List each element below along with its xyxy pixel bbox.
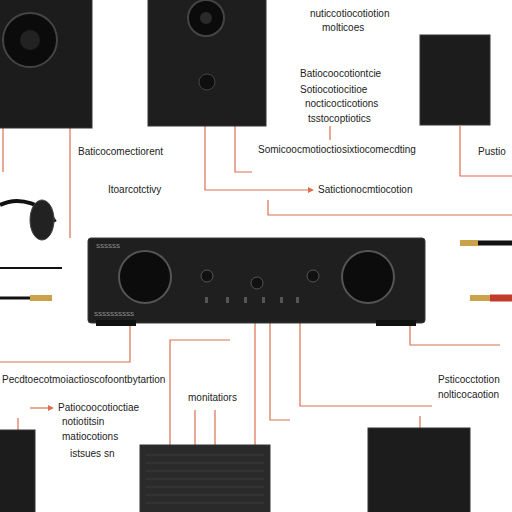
callout-label: nolticocaotion bbox=[438, 389, 499, 401]
callout-label: Baticocomectiorent bbox=[78, 146, 163, 158]
device-marking: SSSSSS bbox=[96, 243, 120, 250]
callout-label: Psticocctotion bbox=[438, 374, 500, 386]
leader-lines bbox=[0, 92, 512, 445]
callout-label: molticoes bbox=[322, 22, 364, 34]
callout-label: matiocotions bbox=[62, 431, 118, 443]
callout-label: tsstocoptiotics bbox=[308, 113, 371, 125]
callout-label: istsues sn bbox=[70, 448, 114, 460]
speaker-grille bbox=[140, 445, 270, 512]
callout-label: nuticcotiocotiotion bbox=[310, 8, 390, 20]
speaker-cabinet bbox=[368, 428, 470, 512]
speaker-cabinet bbox=[0, 430, 35, 512]
subwoofer-box bbox=[420, 35, 490, 125]
callout-label: monitatiors bbox=[188, 392, 237, 404]
callout-label: Somicoocmotioctiosixtiocomecdting bbox=[258, 144, 416, 156]
microphone bbox=[0, 200, 55, 240]
callout-label: Satictionocmtiocotion bbox=[318, 184, 413, 196]
amplifier bbox=[88, 238, 425, 326]
callout-label: Sotiocotiocitioe bbox=[300, 84, 367, 96]
speaker-cabinet bbox=[148, 0, 266, 126]
callout-label: Batiocoocotiontcie bbox=[300, 68, 381, 80]
device-marking: SSSSSSSSSS bbox=[94, 311, 134, 318]
callout-label: Patiocoocotioctiae bbox=[58, 402, 139, 414]
callout-label: nocticocticotions bbox=[305, 98, 378, 110]
callout-label: Itoarcotctivy bbox=[108, 184, 161, 196]
callout-label: notiotitsin bbox=[62, 416, 104, 428]
speaker-cabinet bbox=[0, 0, 92, 128]
callout-label: Pustio bbox=[478, 146, 506, 158]
callout-label: Pecdtoecotmoiactioscofoontbytartion bbox=[2, 374, 165, 386]
